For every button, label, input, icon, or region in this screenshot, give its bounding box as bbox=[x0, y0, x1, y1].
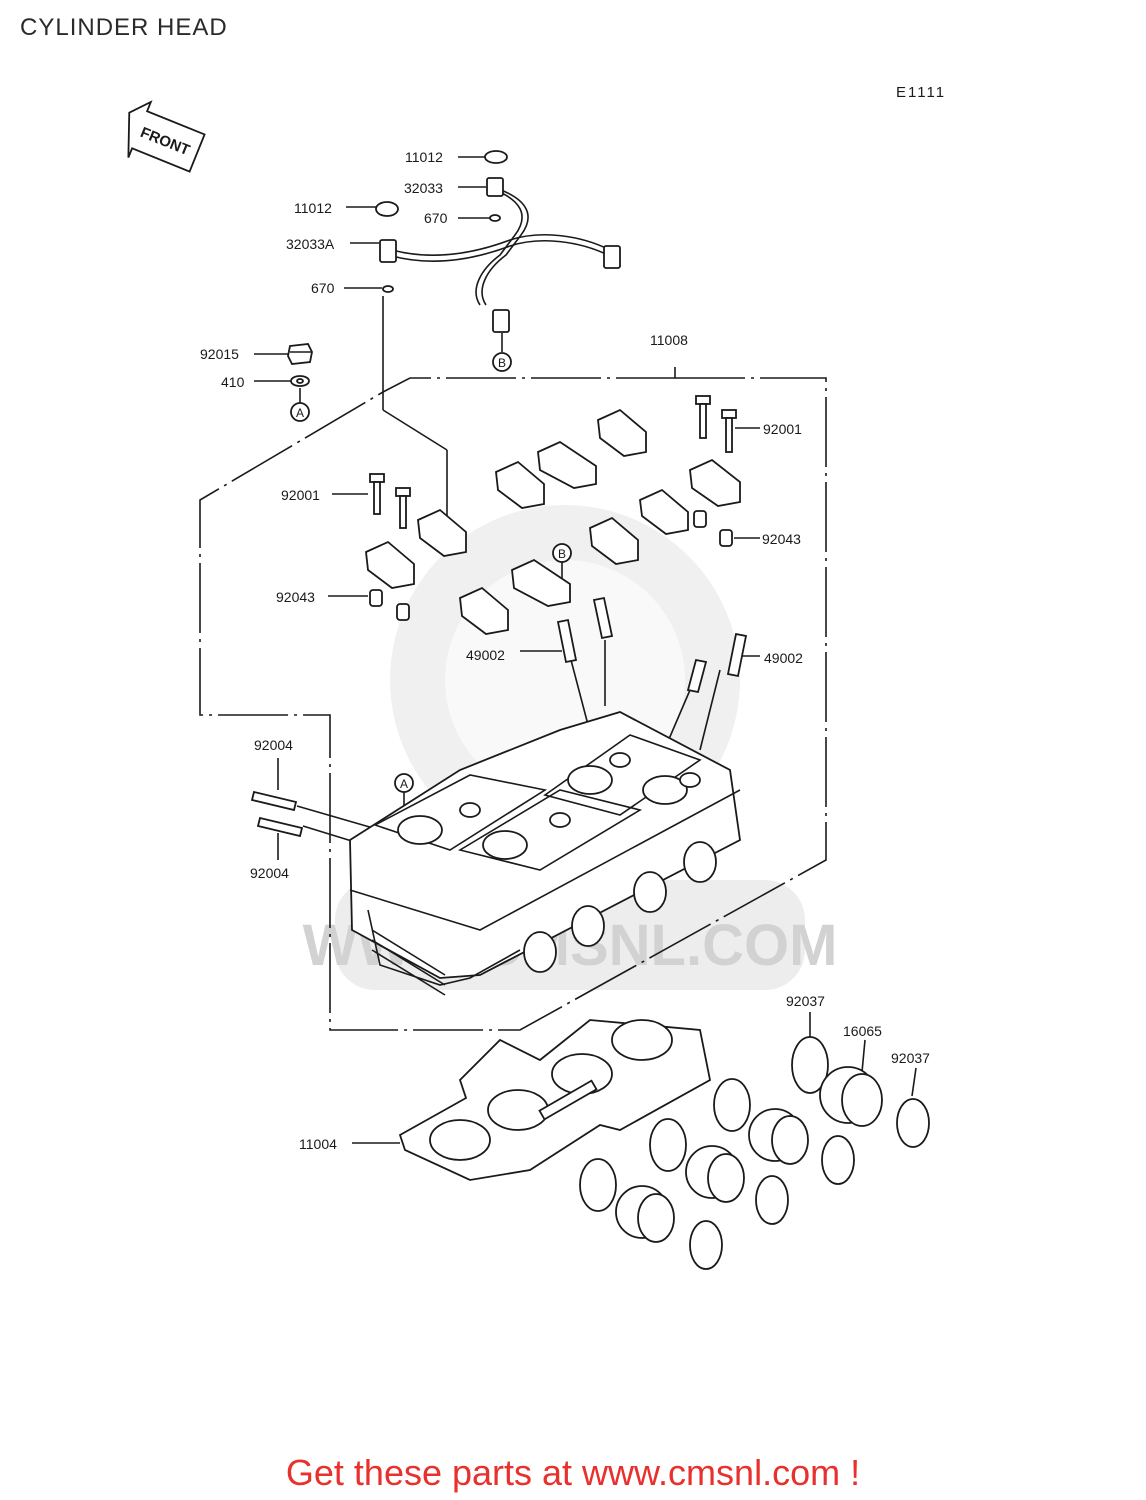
part-label-92001-left: 92001 bbox=[281, 487, 320, 503]
part-label-92004-top: 92004 bbox=[254, 737, 293, 753]
part-label-92015: 92015 bbox=[200, 346, 239, 362]
part-label-32033: 32033 bbox=[404, 180, 443, 196]
bolts-92001-right bbox=[695, 395, 737, 453]
ref-a-label: A bbox=[296, 406, 304, 420]
camshaft-caps bbox=[365, 408, 741, 635]
part-label-92037-top: 92037 bbox=[786, 993, 825, 1009]
oil-pipe-assembly bbox=[379, 177, 621, 333]
washer-670-top bbox=[489, 214, 501, 222]
part-label-49002-right: 49002 bbox=[764, 650, 803, 666]
part-label-670-low: 670 bbox=[311, 280, 335, 296]
reference-mark-a-head: A bbox=[394, 773, 414, 818]
bolts-92001-left bbox=[369, 473, 411, 529]
ref-b-label: B bbox=[498, 356, 506, 370]
front-arrow-icon: FRONT bbox=[127, 100, 206, 173]
plug-cap-mid bbox=[375, 201, 399, 217]
part-label-410: 410 bbox=[221, 374, 245, 390]
head-gasket-11004 bbox=[398, 1019, 712, 1181]
diagram-code: E1111 bbox=[896, 84, 947, 101]
washer-670-low bbox=[382, 285, 394, 293]
reference-mark-b-top: B bbox=[492, 333, 512, 372]
part-label-11012-mid: 11012 bbox=[294, 200, 332, 216]
part-label-92043-left: 92043 bbox=[276, 589, 315, 605]
washer-410 bbox=[290, 375, 310, 387]
svg-text:A: A bbox=[400, 777, 408, 791]
part-label-92001-right: 92001 bbox=[763, 421, 802, 437]
cylinder-head-11008 bbox=[349, 711, 741, 996]
part-label-92037-right: 92037 bbox=[891, 1050, 930, 1066]
studs-92004 bbox=[250, 790, 304, 838]
part-label-11012-top: 11012 bbox=[405, 149, 443, 165]
leader-lines bbox=[254, 156, 917, 1144]
part-label-92043-right: 92043 bbox=[762, 531, 801, 547]
cap-nut-92015 bbox=[287, 343, 313, 365]
assembly-outline bbox=[199, 367, 827, 1031]
intake-holders-16065 bbox=[579, 1036, 930, 1270]
valve-guides-49002 bbox=[556, 596, 748, 694]
part-label-16065: 16065 bbox=[843, 1023, 882, 1039]
part-label-11004: 11004 bbox=[299, 1136, 337, 1152]
part-label-49002-left: 49002 bbox=[466, 647, 505, 663]
reference-mark-b-cap: B bbox=[552, 543, 572, 578]
footer-promo-link[interactable]: Get these parts at www.cmsnl.com ! bbox=[285, 1452, 861, 1493]
svg-text:B: B bbox=[558, 547, 566, 561]
part-label-11008: 11008 bbox=[650, 332, 688, 348]
part-label-670-top: 670 bbox=[424, 210, 448, 226]
page-title: CYLINDER HEAD bbox=[20, 14, 228, 41]
plug-cap-top bbox=[484, 150, 508, 164]
part-label-32033a: 32033A bbox=[286, 236, 335, 252]
dowel-pins-92043 bbox=[369, 510, 733, 621]
part-label-92004-bottom: 92004 bbox=[250, 865, 289, 881]
reference-mark-a-top: A bbox=[290, 388, 310, 422]
